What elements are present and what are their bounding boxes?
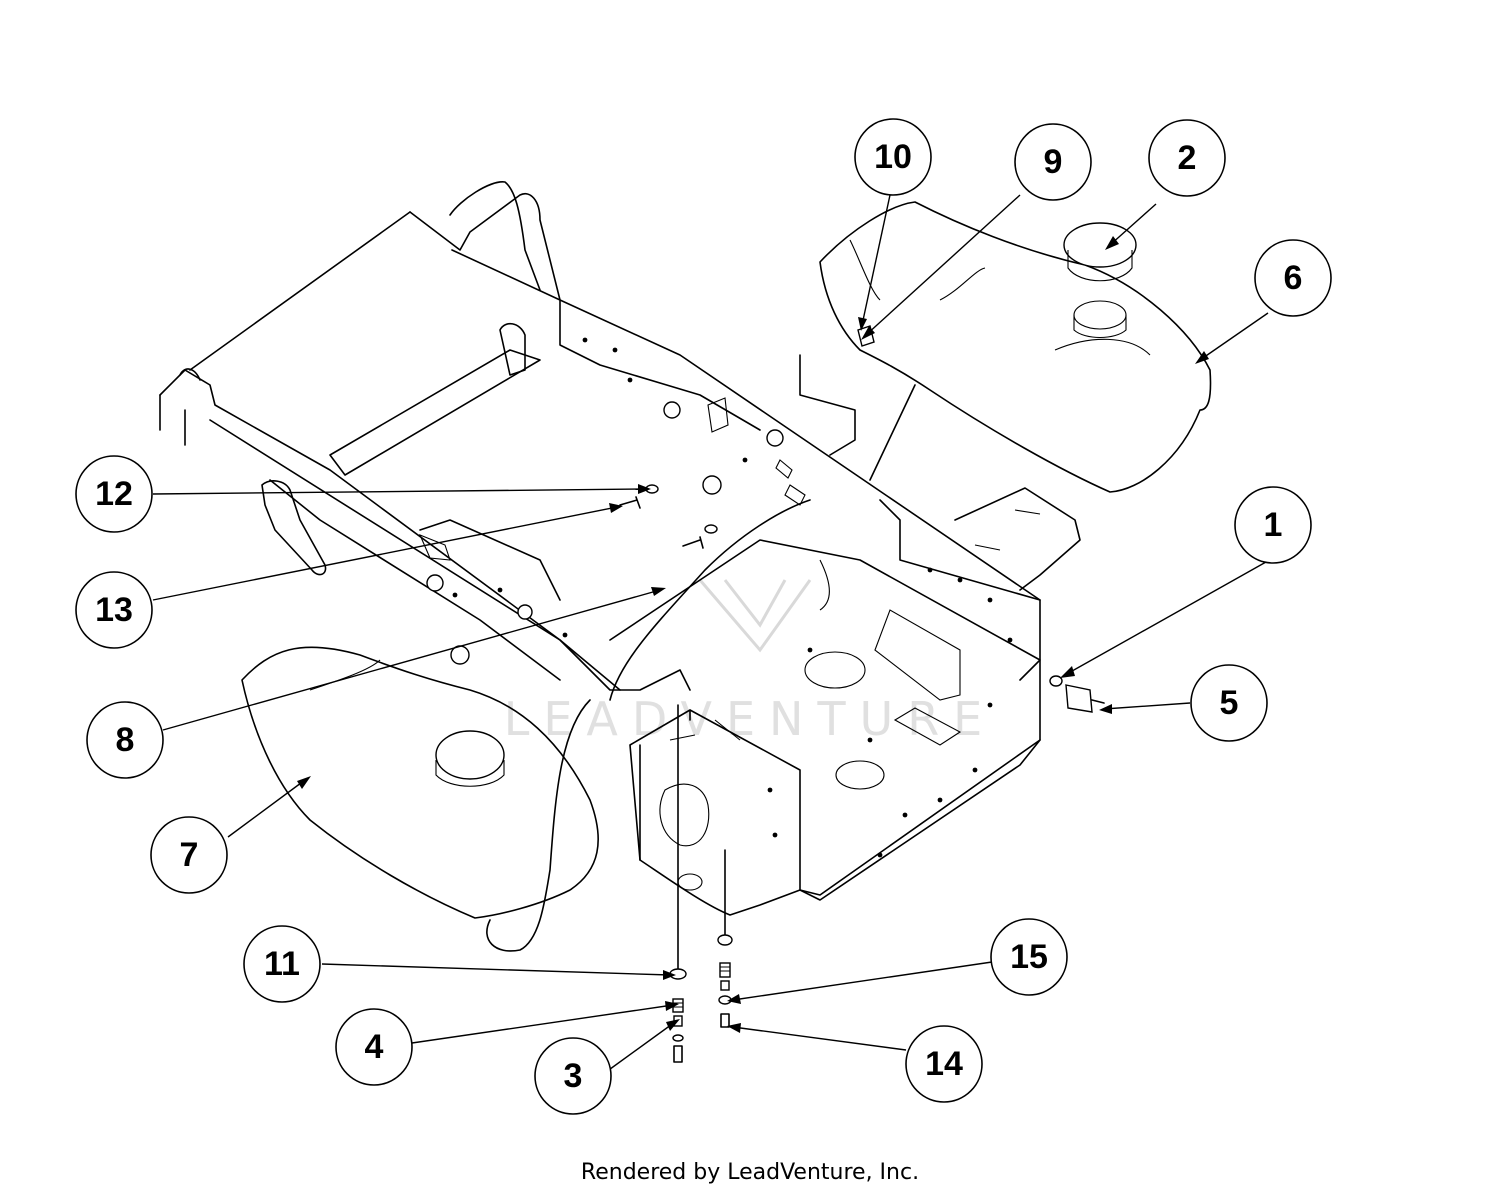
- callout-label: 4: [365, 1028, 384, 1066]
- callout-11[interactable]: 11: [243, 925, 321, 1003]
- callout-label: 9: [1044, 143, 1063, 181]
- callout-label: 5: [1220, 684, 1239, 722]
- callout-6[interactable]: 6: [1254, 239, 1332, 317]
- fuel-filter-icon: [1065, 684, 1093, 713]
- frame-assembly: [159, 181, 1081, 916]
- callout-12[interactable]: 12: [75, 455, 153, 533]
- bolt-icon: [673, 1045, 683, 1063]
- watermark-logo: [698, 579, 812, 653]
- callout-label: 3: [564, 1057, 583, 1095]
- callout-label: 7: [180, 836, 199, 874]
- callout-2[interactable]: 2: [1148, 119, 1226, 197]
- callout-10[interactable]: 10: [854, 118, 932, 196]
- callout-3[interactable]: 3: [534, 1037, 612, 1115]
- leader-lines: [152, 194, 1269, 1073]
- hardware: [619, 325, 1105, 1063]
- callout-1[interactable]: 1: [1234, 486, 1312, 564]
- callout-label: 11: [264, 945, 300, 983]
- left-fuel-tank: [241, 646, 599, 952]
- callout-label: 6: [1284, 259, 1303, 297]
- frame-holes: [452, 337, 1013, 858]
- callout-label: 15: [1010, 938, 1048, 976]
- callout-14[interactable]: 14: [905, 1025, 983, 1103]
- callout-5[interactable]: 5: [1190, 664, 1268, 742]
- bolt-icon: [619, 496, 641, 509]
- clamp-icon: [1049, 675, 1063, 687]
- tank-cap-icon: [1063, 222, 1137, 268]
- callout-label: 12: [95, 475, 133, 513]
- callout-label: 10: [874, 138, 912, 176]
- tank-cap-icon: [435, 730, 505, 780]
- callout-label: 1: [1264, 506, 1283, 544]
- callout-8[interactable]: 8: [86, 701, 164, 779]
- callout-15[interactable]: 15: [990, 918, 1068, 996]
- footer-credit: Rendered by LeadVenture, Inc.: [580, 1160, 920, 1185]
- callout-label: 2: [1178, 139, 1197, 177]
- callout-label: 13: [95, 591, 133, 629]
- callout-label: 8: [116, 721, 135, 759]
- watermark-text: LEADVENTURE: [504, 692, 997, 746]
- callouts: 1 2 3 4 5 6 7 8 9 10 11 12 13 14 15: [75, 118, 1332, 1115]
- watermark: LEADVENTURE: [504, 579, 997, 746]
- callout-4[interactable]: 4: [335, 1008, 413, 1086]
- right-fuel-tank: [819, 201, 1212, 493]
- callout-9[interactable]: 9: [1014, 123, 1092, 201]
- callout-7[interactable]: 7: [150, 816, 228, 894]
- callout-label: 14: [925, 1045, 963, 1083]
- callout-13[interactable]: 13: [75, 571, 153, 649]
